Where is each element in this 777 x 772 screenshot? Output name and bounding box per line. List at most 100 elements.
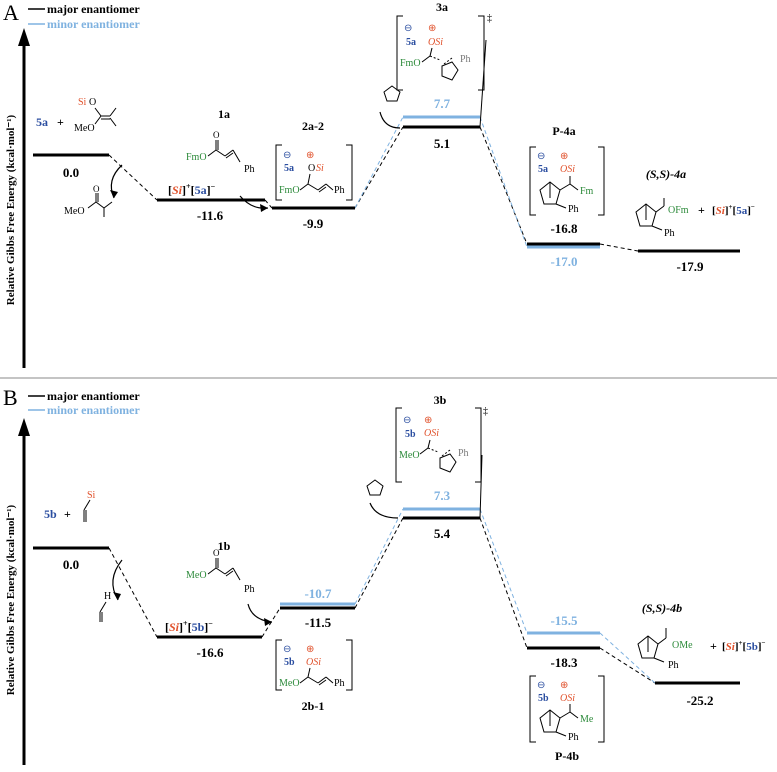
label-a-3a-plus: ⊕ (428, 23, 436, 34)
struct-b-1b (207, 558, 241, 581)
panel-a-y-label: Relative Gibbs Free Energy (kcal·mol⁻¹) (5, 114, 17, 305)
label-a-o: O (89, 97, 96, 108)
value-a-e3: -9.9 (303, 216, 324, 231)
struct-b-cyclopentadiene (366, 479, 384, 496)
legend-b-minor-label: minor enantiomer (47, 403, 140, 417)
label-a-1a-ph: Ph (244, 164, 255, 175)
label-a-3a-5a: 5a (406, 37, 416, 48)
value-a-e5: -16.8 (550, 221, 578, 236)
label-a-p4a-5a: 5a (538, 164, 548, 175)
label-a-sm: 5a (36, 115, 48, 129)
label-b-si: Si (87, 490, 96, 501)
bracket-a-2a2-right (346, 144, 353, 201)
struct-b-1b-o: O (213, 548, 220, 558)
bracket-b-3b-left (395, 407, 402, 483)
label-a-4a-ph: Ph (664, 228, 675, 239)
arrow-b-2 (247, 603, 273, 623)
label-b-p4b-minus: ⊖ (537, 680, 545, 691)
label-a-2a2-5a: 5a (284, 163, 294, 174)
label-b-p4b-me: Me (580, 714, 594, 725)
label-a-si: Si (78, 97, 87, 108)
struct-a-1a (207, 140, 241, 163)
ionpair-b-final: [Si]+[5b]− (722, 639, 766, 653)
label-b-sm: 5b (44, 507, 57, 521)
bracket-a-2a2-left (275, 144, 282, 201)
bracket-b-p4b-left (529, 675, 536, 743)
struct-a-2a2 (299, 173, 334, 193)
label-b-1b-meo: MeO (186, 570, 207, 581)
label-b-3b-meo: MeO (399, 450, 420, 461)
label-b-2b1-5b: 5b (284, 657, 295, 668)
label-a-2a2-minus: ⊖ (283, 150, 291, 161)
label-b-3b-ph: Ph (458, 448, 469, 459)
label-a-3a-minus: ⊖ (404, 23, 412, 34)
label-b-p4b-plus: ⊕ (560, 680, 568, 691)
value-a-e4: 5.1 (434, 136, 450, 151)
panel-a-letter: A (3, 0, 19, 25)
label-a-p4a-minus: ⊖ (537, 151, 545, 162)
legend-minor-label: minor enantiomer (47, 17, 140, 31)
value-b-e5: -18.3 (550, 655, 578, 670)
bracket-b-3b-right (475, 407, 482, 483)
label-b-4b-ome: OMe (672, 640, 693, 651)
value-b-e1: 0.0 (63, 557, 79, 572)
label-b-3b: 3b (434, 393, 447, 407)
struct-b-2b1 (299, 667, 334, 686)
panel-b-axis-arrow (18, 418, 30, 436)
label-b-4b-plus: + (710, 639, 717, 653)
struct-a-2a2-o: O (308, 163, 315, 174)
struct-b-p4b (539, 704, 579, 737)
struct-a-ester (87, 193, 113, 217)
bracket-a-p4a-left (529, 146, 536, 216)
struct-a-ester-o: O (93, 184, 100, 194)
label-b-4b-ph: Ph (668, 660, 679, 671)
label-a-3a-fmo: FmO (400, 58, 421, 69)
arrow-a-3 (379, 111, 401, 129)
label-a-2a2-fmo: FmO (279, 185, 300, 196)
label-a-1a: 1a (218, 107, 230, 121)
value-a-e1: 0.0 (63, 165, 79, 180)
ts-b-leader (479, 454, 483, 519)
arrow-b-1-head (113, 592, 121, 600)
label-b-h: H (104, 591, 111, 602)
label-a-4a-plus: + (698, 203, 705, 217)
panel-a-axis-arrow (18, 28, 30, 46)
label-b-p4b-ph: Ph (568, 732, 579, 743)
value-b-e4: 5.4 (434, 526, 451, 541)
value-a-e4m: 7.7 (434, 96, 451, 111)
label-a-p4a-plus: ⊕ (560, 151, 568, 162)
label-a-2a2-ph: Ph (334, 185, 345, 196)
label-b-2b1: 2b-1 (302, 699, 325, 713)
value-b-e3: -11.5 (305, 615, 332, 630)
label-b-1b-ph: Ph (244, 584, 255, 595)
label-b-3b-ddag: ‡ (483, 406, 488, 417)
arrow-b-3 (369, 502, 399, 519)
value-a-e6: -17.9 (676, 259, 704, 274)
struct-a-1a-o: O (213, 130, 220, 140)
bracket-b-2b1-left (275, 639, 282, 691)
label-a-3a-osi: OSi (428, 37, 443, 48)
ionpair-a-final: [Si]+[5a]− (712, 203, 755, 217)
value-a-e2: -11.6 (197, 208, 224, 223)
label-a-ester: MeO (64, 206, 85, 217)
ionpair-a: [Si]+[5a]− (168, 182, 216, 197)
struct-b-3b (419, 439, 457, 473)
label-a-4a: (S,S)-4a (646, 167, 686, 181)
label-a-2a2-plus: ⊕ (306, 150, 314, 161)
value-b-e4m: 7.3 (434, 488, 451, 503)
label-a-3a-ph: Ph (460, 54, 471, 65)
label-b-p4b-5b: 5b (538, 693, 549, 704)
label-b-3b-minus: ⊖ (403, 415, 411, 426)
panel-b-minor-connectors (354, 508, 656, 684)
label-b-3b-5b: 5b (405, 429, 416, 440)
label-b-2b1-minus: ⊖ (283, 644, 291, 655)
label-a-4a-ofm: OFm (668, 205, 689, 216)
label-b-plus: + (64, 507, 71, 521)
struct-b-4b (637, 628, 667, 663)
value-b-e6: -25.2 (686, 693, 713, 708)
label-a-2a2: 2a-2 (302, 119, 324, 133)
label-a-p4a-fm: Fm (580, 186, 594, 197)
value-b-e5m: -15.5 (550, 613, 578, 628)
label-a-plus: + (57, 115, 64, 129)
